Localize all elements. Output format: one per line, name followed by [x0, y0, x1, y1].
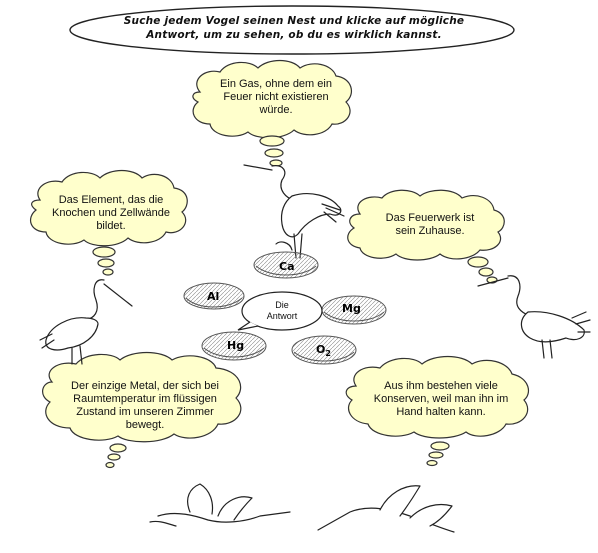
- clue-bottom-right-line-2: Konserven, weil man ihn im: [373, 393, 509, 405]
- clue-bottom-left-line-4: bewegt.: [125, 419, 165, 431]
- clue-right-line-2: sein Zuhause.: [395, 225, 465, 237]
- nest-ca-label[interactable]: Ca: [279, 260, 295, 273]
- clue-top-line-3: würde.: [259, 104, 293, 116]
- clue-bottom-left-line-1: Der einzige Metal, der sich bei: [71, 380, 219, 392]
- nest-al[interactable]: [183, 282, 245, 310]
- clue-left-line-1: Das Element, das die: [58, 194, 164, 206]
- thought-cloud-top: [192, 59, 353, 167]
- nest-hg[interactable]: [201, 331, 267, 361]
- clue-top: Ein Gas, ohne dem ein Feuer nicht existi…: [206, 78, 346, 117]
- nest-o2-subscript: 2: [325, 349, 331, 359]
- instruction-line-1: Suche jedem Vogel seinen Nest und klicke…: [123, 15, 465, 27]
- clue-bottom-left-line-2: Raumtemperatur im flüssigen: [73, 393, 217, 405]
- stork-top-icon: [243, 164, 345, 259]
- clue-right: Das Feuerwerk ist sein Zuhause.: [360, 212, 500, 238]
- thought-cloud-right: [347, 189, 505, 284]
- nest-o2-label[interactable]: O2: [316, 343, 331, 358]
- clue-left-line-2: Knochen und Zellwände: [51, 207, 171, 219]
- stork-right-icon: [477, 275, 591, 359]
- answer-label[interactable]: Die Antwort: [248, 300, 316, 322]
- clue-bottom-left: Der einzige Metal, der sich bei Raumtemp…: [50, 380, 240, 432]
- stork-left-icon: [39, 279, 133, 365]
- clue-top-line-2: Feuer nicht existieren: [223, 91, 329, 103]
- clue-bottom-right-line-1: Aus ihm bestehen viele: [384, 380, 498, 392]
- nest-o2[interactable]: [291, 335, 357, 365]
- nest-o2-symbol: O: [316, 343, 326, 356]
- stork-flying-right-icon: [317, 485, 455, 533]
- clue-left: Das Element, das die Knochen und Zellwän…: [38, 194, 184, 233]
- nest-mg-label[interactable]: Mg: [342, 302, 361, 315]
- answer-bubble[interactable]: [237, 291, 323, 331]
- clue-top-line-1: Ein Gas, ohne dem ein: [220, 78, 332, 90]
- clue-bottom-right: Aus ihm bestehen viele Konserven, weil m…: [358, 380, 524, 419]
- clue-left-line-3: bildet.: [96, 220, 126, 232]
- nest-hg-label[interactable]: Hg: [227, 339, 245, 352]
- stork-flying-left-icon: [149, 483, 291, 527]
- thought-cloud-bottom-right: [345, 355, 530, 467]
- clue-bottom-left-line-3: Zustand im unseren Zimmer: [76, 406, 214, 418]
- thought-cloud-left: [29, 169, 188, 276]
- answer-line-2: Antwort: [266, 311, 298, 321]
- clue-bottom-right-line-3: Hand halten kann.: [396, 406, 486, 418]
- clue-right-line-1: Das Feuerwerk ist: [385, 212, 475, 224]
- instruction-line-2: Antwort, um zu sehen, ob du es wirklich …: [146, 29, 442, 41]
- answer-line-1: Die: [275, 300, 289, 310]
- instruction-banner: [69, 5, 515, 55]
- nest-ca[interactable]: [253, 251, 319, 279]
- instruction-text: Suche jedem Vogel seinen Nest und klicke…: [96, 14, 492, 42]
- nest-al-label[interactable]: Al: [207, 290, 220, 303]
- thought-cloud-bottom-left: [42, 351, 242, 469]
